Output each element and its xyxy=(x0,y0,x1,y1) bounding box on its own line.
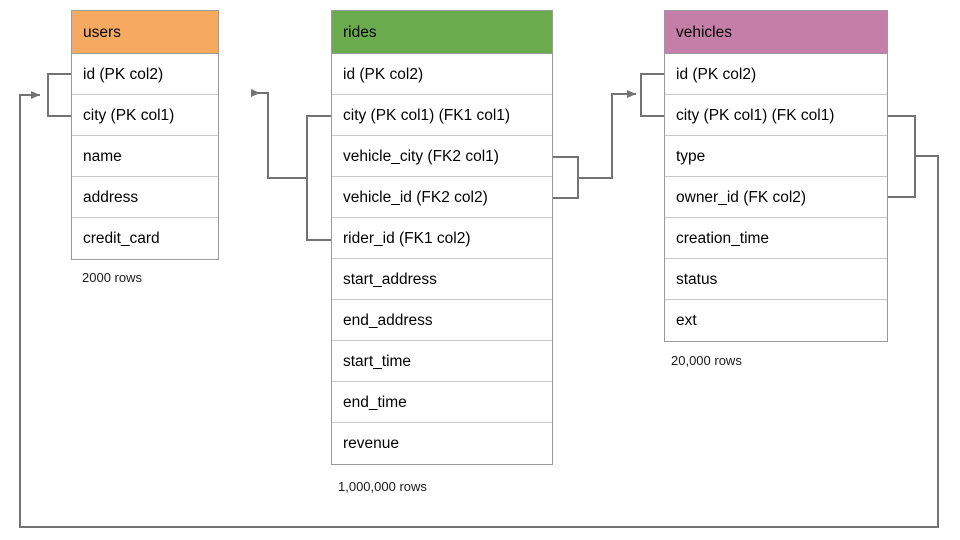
connector-vehicles-right-bracket xyxy=(888,115,916,198)
field-rides-rider-id[interactable]: rider_id (FK1 col2) xyxy=(332,218,552,259)
field-vehicles-type[interactable]: type xyxy=(665,136,887,177)
field-users-city[interactable]: city (PK col1) xyxy=(72,95,218,136)
connector-vehicles-left-bracket xyxy=(640,73,664,117)
field-vehicles-status[interactable]: status xyxy=(665,259,887,300)
field-vehicles-creation-time[interactable]: creation_time xyxy=(665,218,887,259)
field-users-credit-card[interactable]: credit_card xyxy=(83,230,160,247)
field-vehicles-owner-id[interactable]: owner_id (FK col2) xyxy=(665,177,887,218)
field-rides-vehicle-id[interactable]: vehicle_id (FK2 col2) xyxy=(332,177,552,218)
field-vehicles-id[interactable]: id (PK col2) xyxy=(665,54,887,95)
connector-fk1-rides-to-users xyxy=(256,92,307,179)
connector-rides-right-bracket xyxy=(553,156,579,199)
field-users-name[interactable]: name xyxy=(72,136,218,177)
table-rides-header: rides xyxy=(332,11,552,54)
table-vehicles[interactable]: vehicles id (PK col2) city (PK col1) (FK… xyxy=(664,10,888,342)
connector-users-left-bracket xyxy=(47,73,71,117)
row-count-users: 2000 rows xyxy=(82,270,142,285)
field-rides-start-time[interactable]: start_time xyxy=(332,341,552,382)
field-vehicles-ext[interactable]: ext xyxy=(676,312,697,329)
field-rides-end-time[interactable]: end_time xyxy=(332,382,552,423)
table-rides[interactable]: rides id (PK col2) city (PK col1) (FK1 c… xyxy=(331,10,553,465)
field-rides-id[interactable]: id (PK col2) xyxy=(332,54,552,95)
connector-rides-left-bracket xyxy=(306,115,331,241)
field-rides-city[interactable]: city (PK col1) (FK1 col1) xyxy=(332,95,552,136)
field-rides-end-address[interactable]: end_address xyxy=(332,300,552,341)
table-users[interactable]: users id (PK col2) city (PK col1) name a… xyxy=(71,10,219,260)
field-users-id[interactable]: id (PK col2) xyxy=(72,54,218,95)
table-vehicles-header: vehicles xyxy=(665,11,887,54)
row-count-rides: 1,000,000 rows xyxy=(338,479,427,494)
table-users-header: users xyxy=(72,11,218,54)
field-rides-start-address[interactable]: start_address xyxy=(332,259,552,300)
field-rides-revenue[interactable]: revenue xyxy=(343,435,400,452)
field-rides-vehicle-city[interactable]: vehicle_city (FK2 col1) xyxy=(332,136,552,177)
field-users-address[interactable]: address xyxy=(72,177,218,218)
row-count-vehicles: 20,000 rows xyxy=(671,353,742,368)
connector-fk2-rides-to-vehicles xyxy=(578,93,630,179)
field-vehicles-city[interactable]: city (PK col1) (FK col1) xyxy=(665,95,887,136)
